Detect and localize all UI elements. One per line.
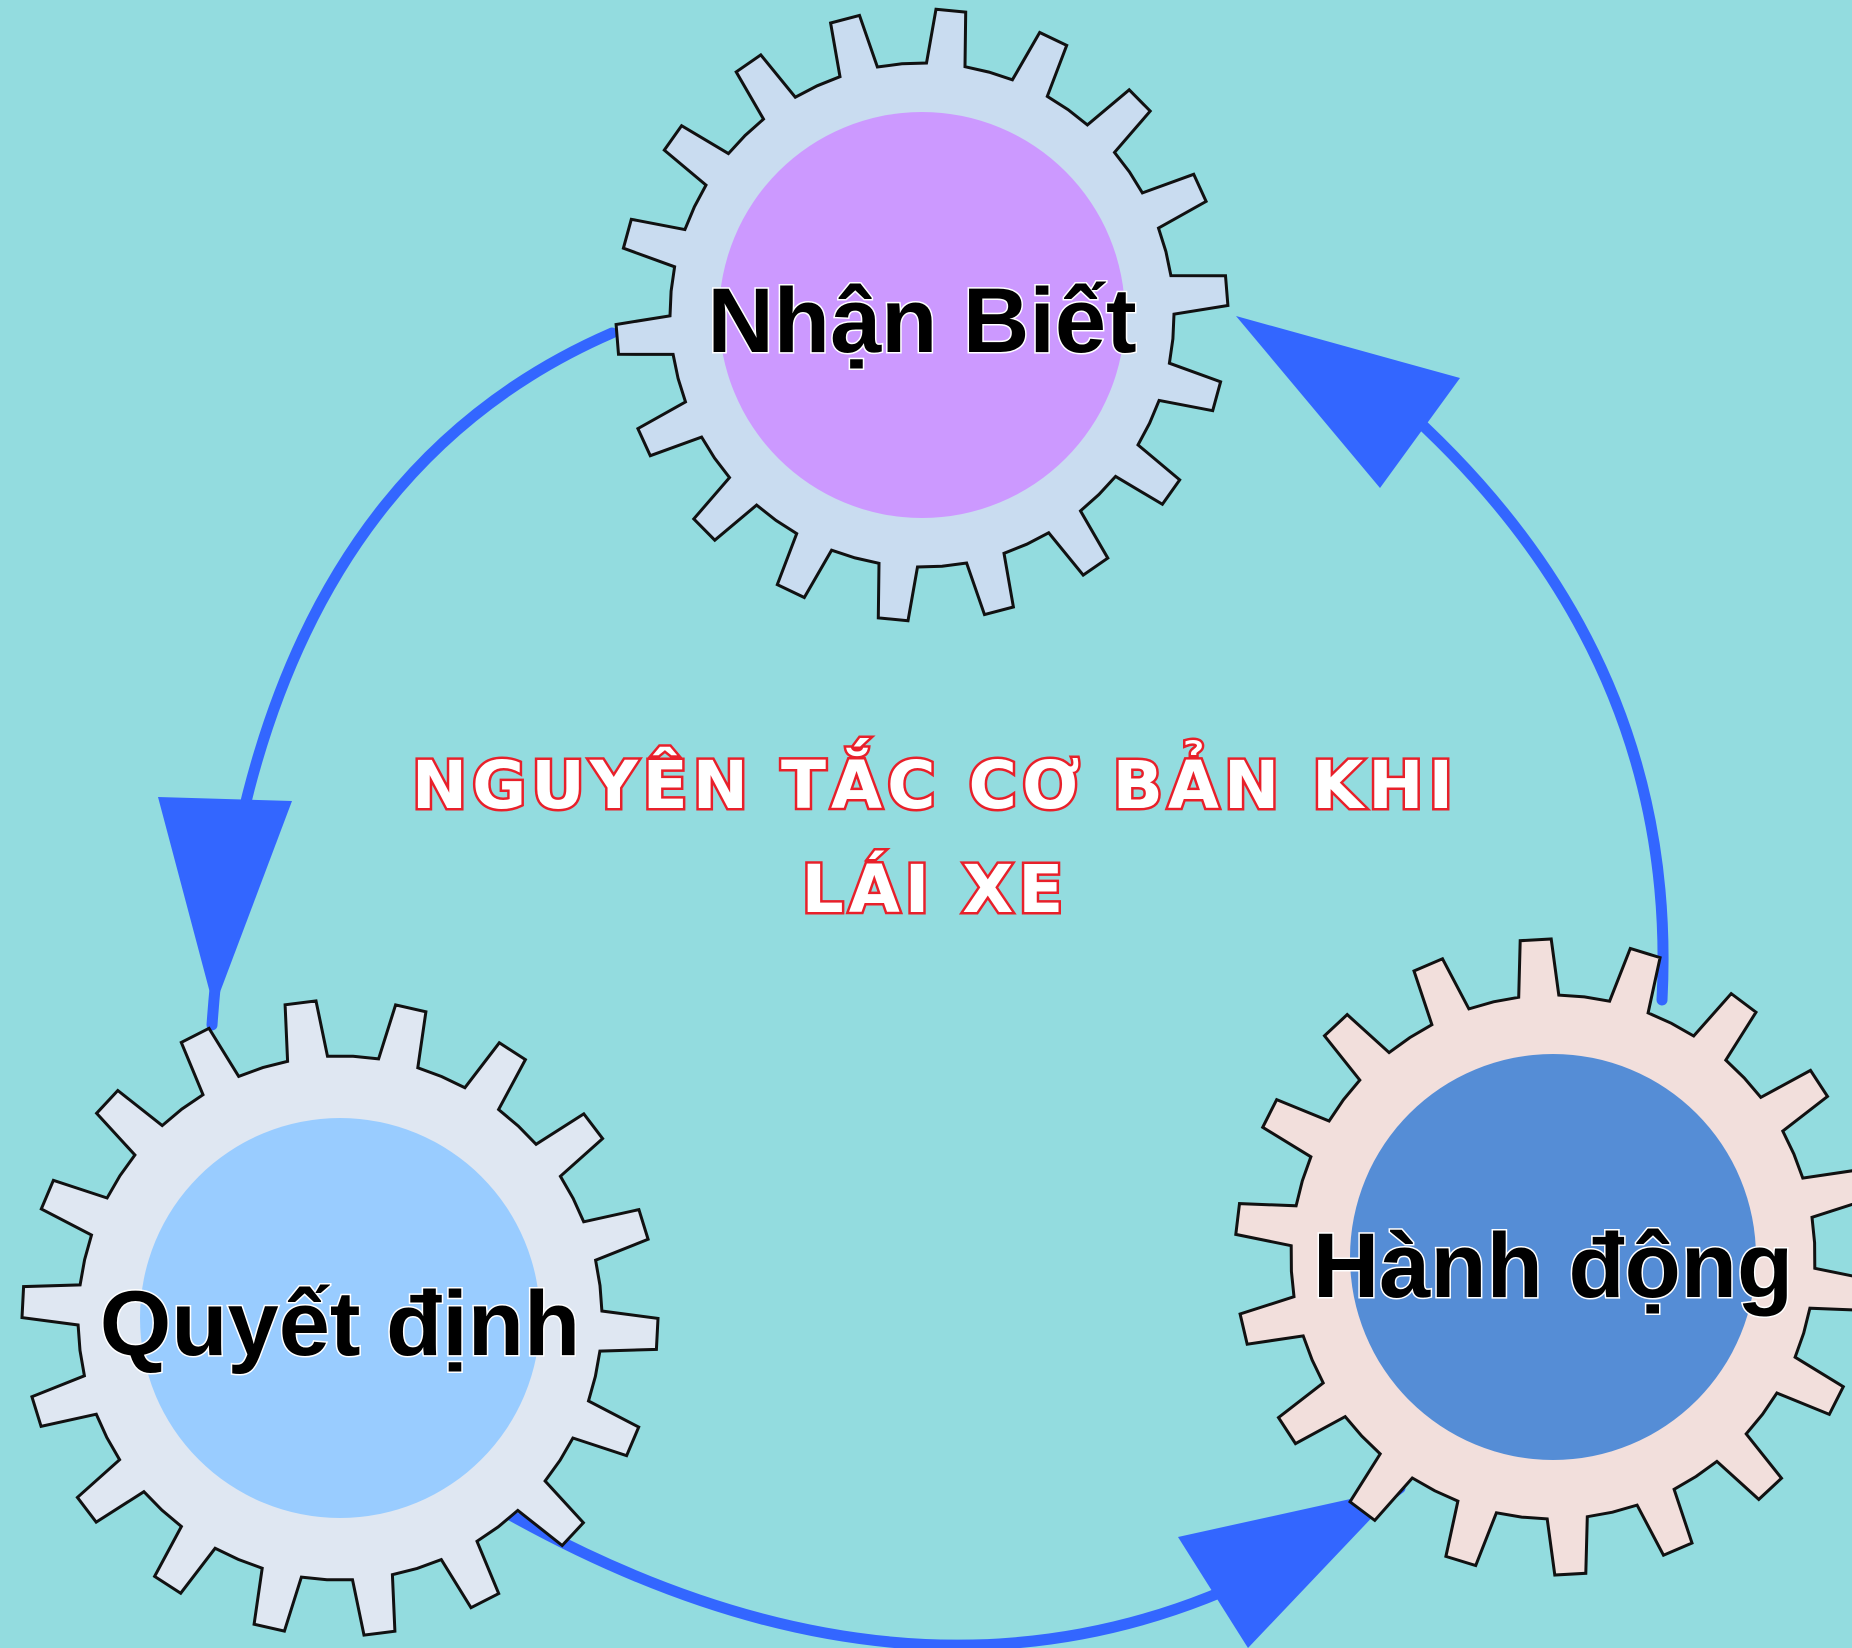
arrow-arc-hanh-dong-to-nhan-biet	[1389, 394, 1669, 1006]
arrow-head-quyet-dinh	[158, 797, 292, 1008]
gear-label-quyet-dinh: Quyết định	[100, 1273, 580, 1375]
gear-label-hanh-dong: Hành động	[1313, 1215, 1793, 1317]
gear-hanh-dong: Hành động	[1234, 937, 1852, 1577]
title-line-1: NGUYÊN TẮC CƠ BẢN KHI	[412, 738, 1458, 824]
gear-quyet-dinh: Quyết định	[20, 999, 660, 1637]
arrow-head-hanh-dong	[1178, 1488, 1400, 1648]
cycle-arrows	[158, 316, 1669, 1648]
gear-inner-circle	[719, 112, 1125, 518]
gear-inner-circle	[1350, 1054, 1756, 1460]
gear-nhan-biet: Nhận Biết	[614, 7, 1230, 623]
title-line-2: LÁI XE	[802, 850, 1069, 928]
gear-inner-circle	[140, 1118, 540, 1518]
arrow-head-nhan-biet	[1236, 316, 1460, 488]
diagram-title: NGUYÊN TẮC CƠ BẢN KHI LÁI XE	[409, 736, 1458, 931]
gear-label-nhan-biet: Nhận Biết	[707, 270, 1136, 372]
